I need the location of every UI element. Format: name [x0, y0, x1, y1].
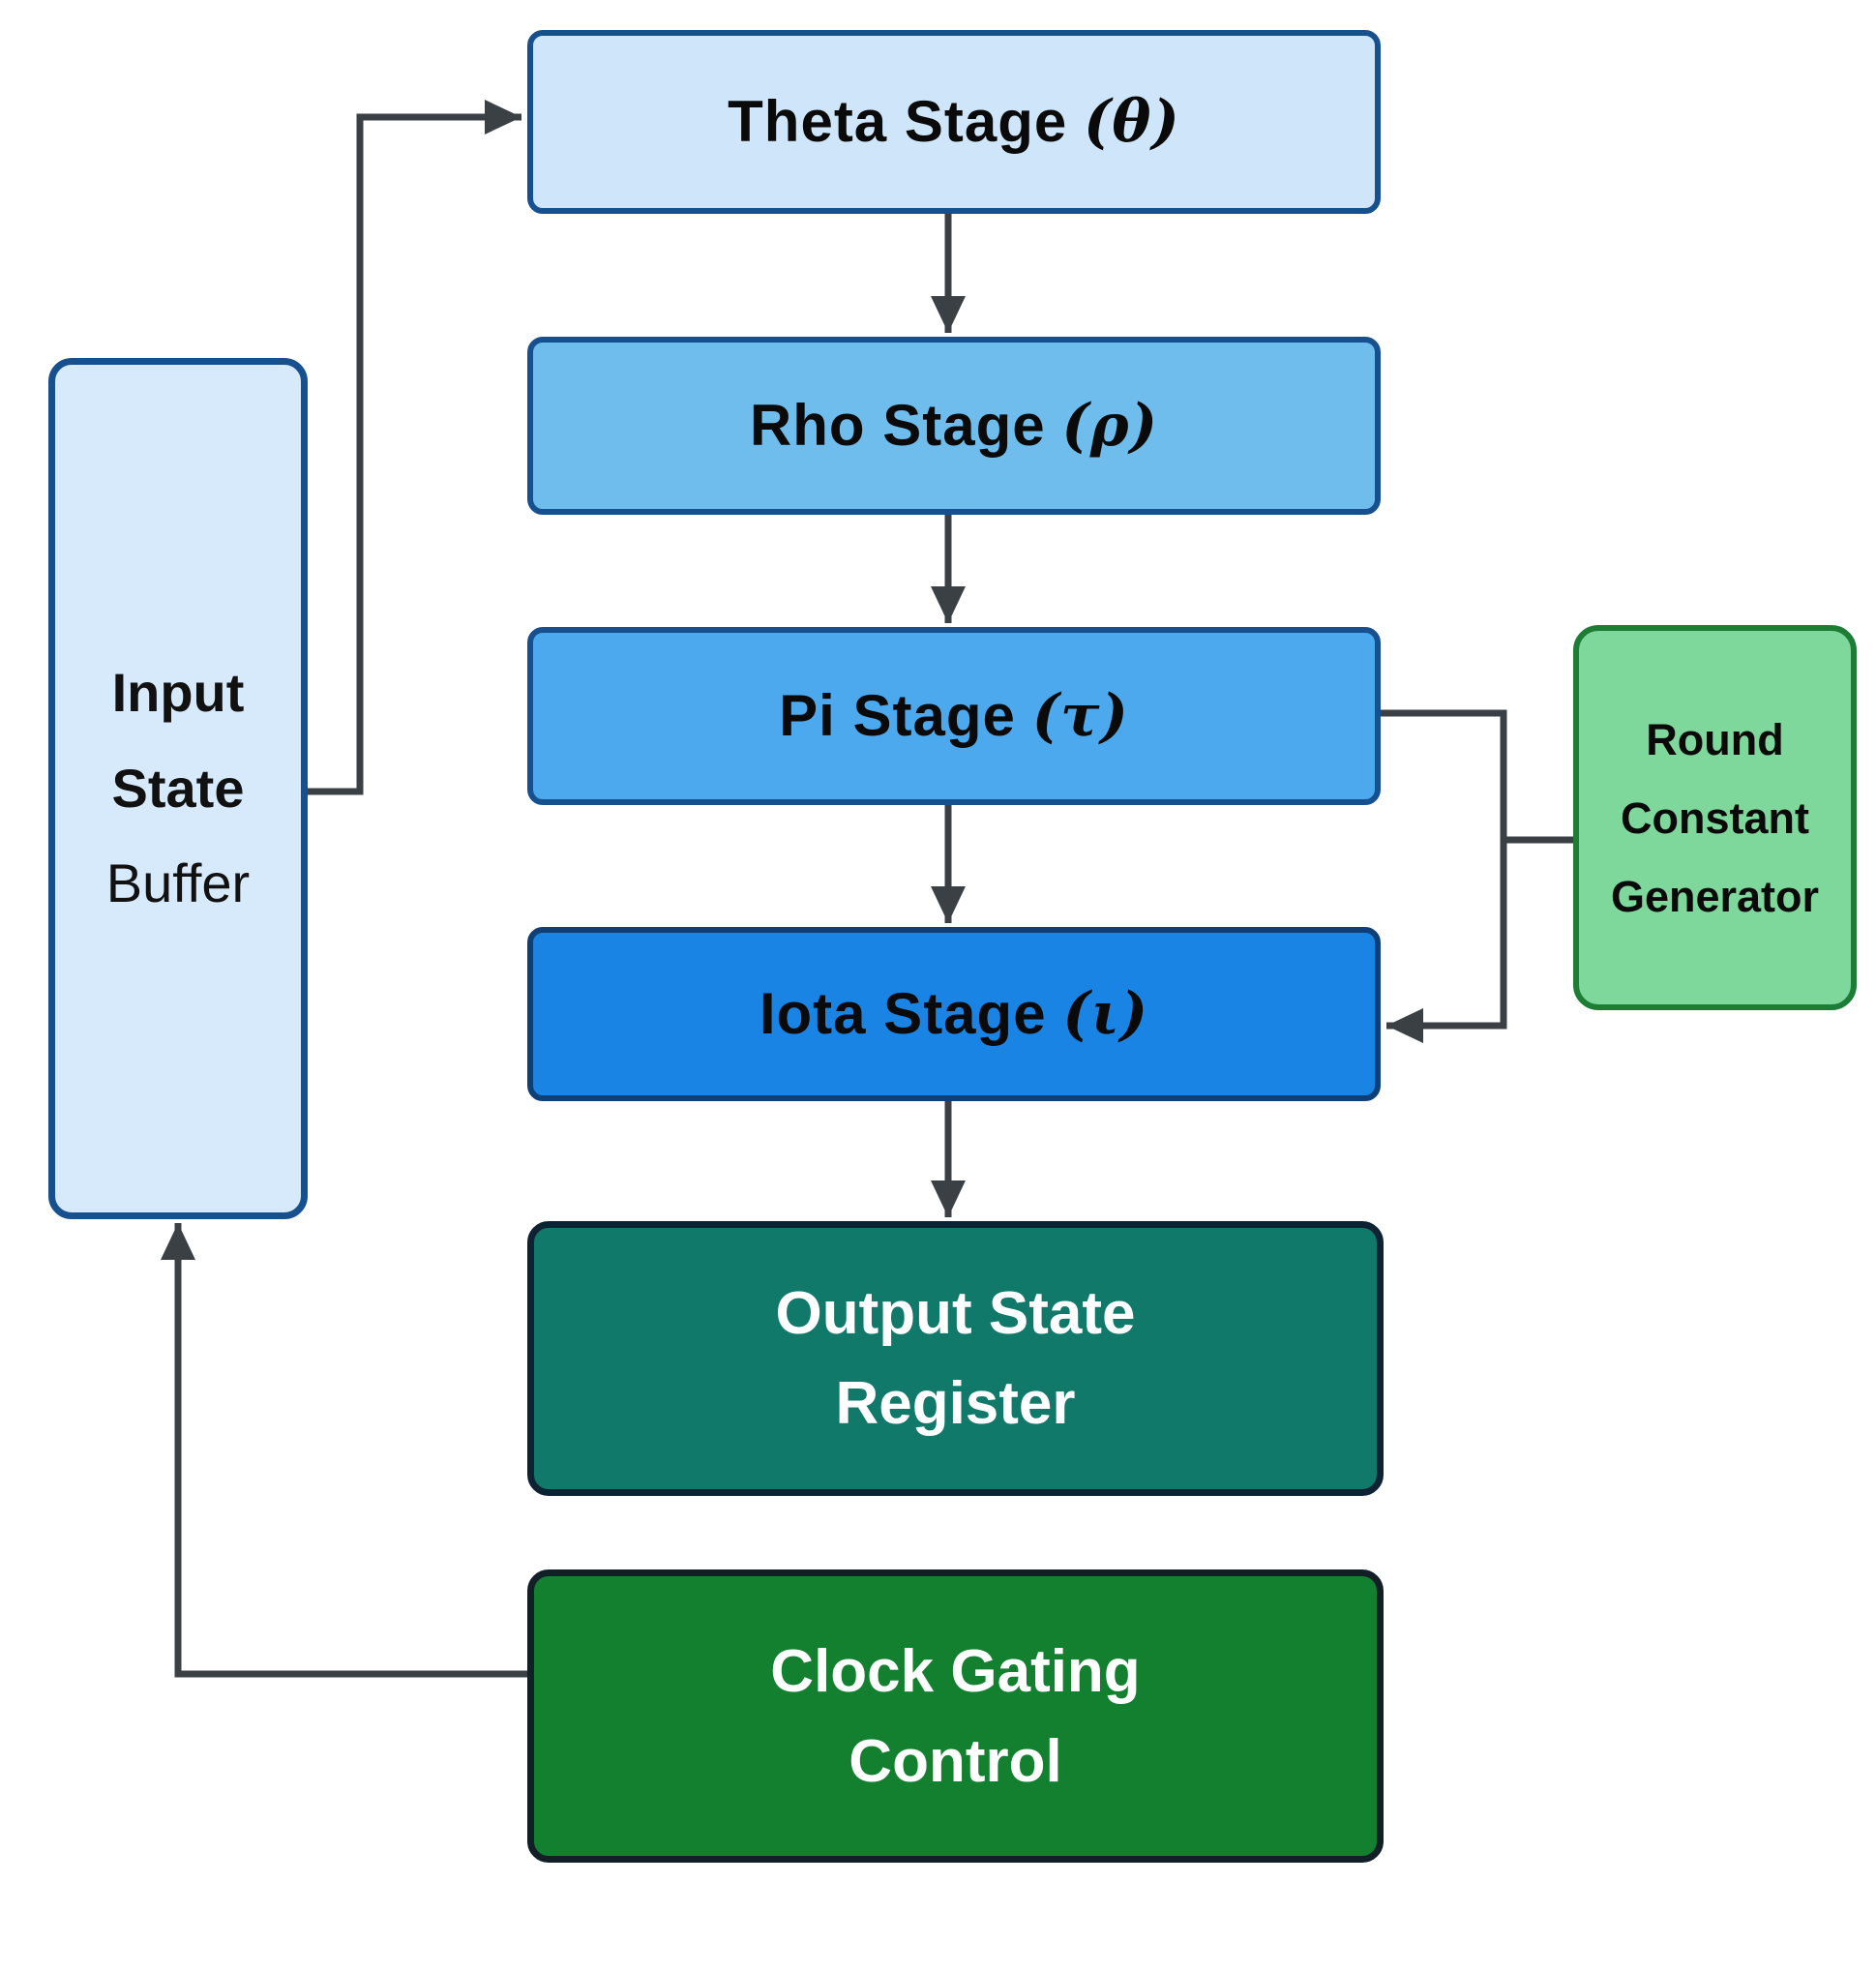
theta-stage-block: Theta Stage (θ): [527, 30, 1381, 214]
round-constant-generator-label-line2: Constant: [1621, 792, 1809, 843]
connector-clock-gating-to-input-buffer: [161, 1223, 527, 1678]
rho-stage-block: Rho Stage (ρ): [527, 337, 1381, 515]
round-constant-generator-label-line3: Generator: [1610, 871, 1820, 921]
connector-pi-feedback-to-iota: [1381, 709, 1507, 1043]
pi-stage-block: Pi Stage (τ): [527, 627, 1381, 805]
round-constant-generator-block: Round Constant Generator: [1573, 625, 1857, 1010]
input-state-buffer-block: Input State Buffer: [48, 358, 308, 1219]
output-state-register-block: Output State Register: [527, 1221, 1384, 1496]
rho-stage-label: Rho Stage: [749, 393, 1046, 458]
iota-stage-label: Iota Stage: [759, 981, 1047, 1046]
input-state-buffer-label-line2: State: [111, 757, 245, 819]
theta-symbol: (θ): [1084, 88, 1180, 156]
input-state-buffer-label-line3: Buffer: [105, 852, 251, 914]
output-state-register-label-line2: Register: [835, 1370, 1076, 1437]
round-constant-generator-label-line1: Round: [1646, 714, 1784, 764]
iota-symbol: (ι): [1062, 980, 1149, 1048]
clock-gating-control-label-line1: Clock Gating: [770, 1637, 1141, 1705]
iota-stage-block: Iota Stage (ι): [527, 927, 1381, 1101]
output-state-register-label-line1: Output State: [775, 1280, 1136, 1347]
theta-stage-label: Theta Stage: [728, 89, 1068, 154]
clock-gating-control-label-line2: Control: [849, 1727, 1062, 1795]
pi-symbol: (τ): [1031, 682, 1129, 750]
rho-symbol: (ρ): [1061, 392, 1159, 460]
input-state-buffer-label-line1: Input: [111, 662, 245, 724]
connector-input-buffer-to-theta: [308, 100, 521, 795]
clock-gating-control-block: Clock Gating Control: [527, 1569, 1384, 1863]
pi-stage-label: Pi Stage: [779, 683, 1016, 748]
